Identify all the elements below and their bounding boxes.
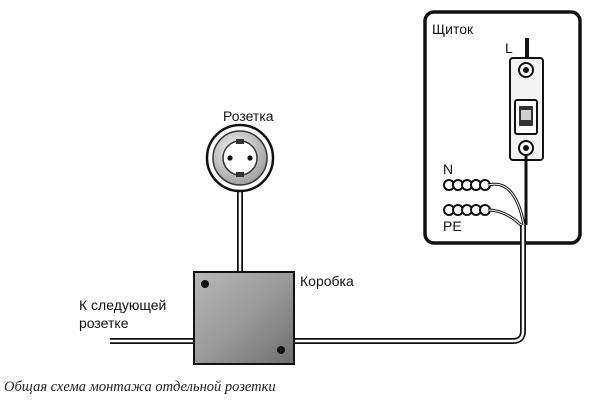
next-socket-label-line1: К следующей [79, 297, 167, 313]
next-socket-label-line2: розетке [79, 315, 129, 331]
panel-internal-wires [487, 155, 528, 227]
ground-bus-icon [443, 204, 491, 216]
junction-box-icon [193, 271, 295, 365]
socket-label: Розетка [223, 108, 274, 124]
power-socket-icon [205, 123, 275, 193]
neutral-label: N [443, 161, 454, 177]
phase-label: L [505, 40, 513, 56]
diagram-caption: Общая схема монтажа отдельной розетки [4, 379, 276, 395]
circuit-breaker-icon [509, 57, 544, 161]
box-label: Коробка [300, 273, 354, 289]
cable-panel-to-box [292, 225, 526, 344]
ground-label: PE [443, 218, 462, 234]
neutral-bus-icon [443, 179, 491, 191]
panel-label: Щиток [432, 21, 474, 37]
